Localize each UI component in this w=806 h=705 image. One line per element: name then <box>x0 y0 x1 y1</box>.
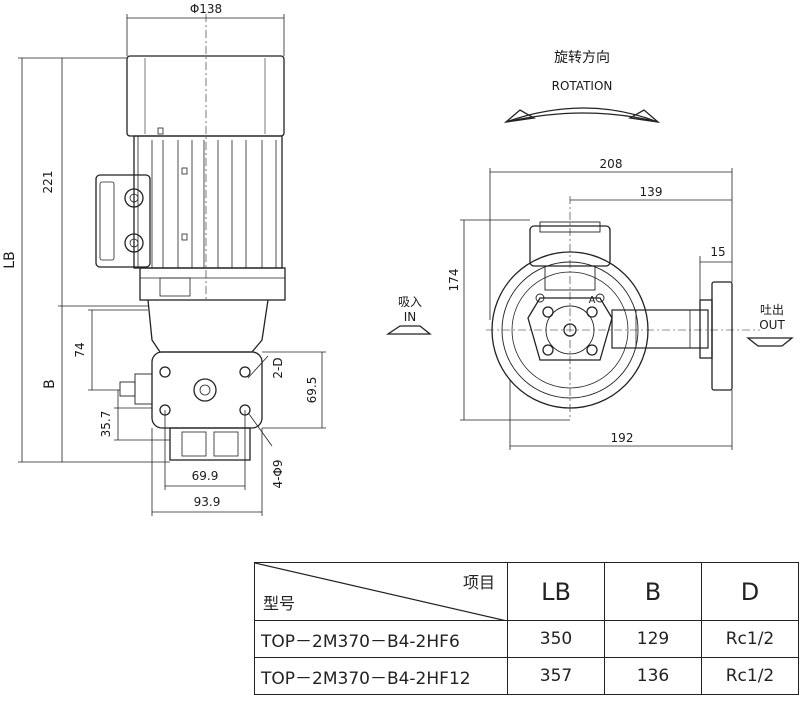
row-d: Rc1/2 <box>701 657 799 695</box>
header-col-lb: LB <box>507 562 605 621</box>
in-label-en: IN <box>404 310 417 324</box>
row-lb: 350 <box>507 620 605 658</box>
dim-221: 221 <box>41 171 55 194</box>
dim-lb: LB <box>2 251 18 268</box>
row-model: TOP－2M370－B4-2HF12 <box>254 657 508 695</box>
dim-192: 192 <box>611 431 634 445</box>
dim-4-phi9: 4-Φ9 <box>271 459 285 488</box>
table-corner-cell: 项目 型号 <box>254 562 508 621</box>
out-label-cn: 吐出 <box>760 303 784 317</box>
dim-35-7: 35.7 <box>99 411 113 438</box>
table-row: TOP－2M370－B4-2HF12 357 136 Rc1/2 <box>254 657 799 695</box>
front-dimensions <box>460 168 733 450</box>
rotation-label-cn: 旋转方向 <box>554 50 610 66</box>
out-label-en: OUT <box>759 318 785 332</box>
row-model: TOP－2M370－B4-2HF6 <box>254 620 508 658</box>
side-view <box>95 14 286 461</box>
dim-139: 139 <box>640 185 663 199</box>
front-view <box>486 196 760 420</box>
rotation-arrow <box>503 107 661 123</box>
row-b: 129 <box>604 620 702 658</box>
dim-69-9: 69.9 <box>192 469 219 483</box>
in-arrow <box>385 325 432 335</box>
row-d: Rc1/2 <box>701 620 799 658</box>
header-item: 项目 <box>462 573 495 592</box>
spec-table: 项目 型号 LB B D TOP－2M370－B4-2HF6 350 129 R… <box>254 562 799 695</box>
rotation-label-en: ROTATION <box>552 79 613 93</box>
diagonal-line <box>255 563 507 621</box>
dim-top-diameter: Φ138 <box>190 2 222 16</box>
out-arrow <box>746 337 794 347</box>
dim-15: 15 <box>710 245 725 259</box>
header-col-b: B <box>604 562 702 621</box>
in-label-cn: 吸入 <box>398 295 422 309</box>
side-dimensions <box>18 14 326 516</box>
header-model: 型号 <box>263 594 296 613</box>
dim-174: 174 <box>447 269 461 292</box>
dim-69-5: 69.5 <box>305 377 319 404</box>
technical-drawing: Φ138 221 LB B 74 35.7 69.5 69.9 93.9 2-D… <box>2 2 794 516</box>
dim-208: 208 <box>600 157 623 171</box>
dim-93-9: 93.9 <box>194 495 221 509</box>
table-header-row: 项目 型号 LB B D <box>254 562 799 621</box>
table-row: TOP－2M370－B4-2HF6 350 129 Rc1/2 <box>254 620 799 658</box>
dim-74: 74 <box>73 342 87 357</box>
header-col-d: D <box>701 562 799 621</box>
port-a-label: A <box>589 295 596 306</box>
row-lb: 357 <box>507 657 605 695</box>
row-b: 136 <box>604 657 702 695</box>
dim-b: B <box>42 379 58 389</box>
dim-2d: 2-D <box>271 357 285 378</box>
